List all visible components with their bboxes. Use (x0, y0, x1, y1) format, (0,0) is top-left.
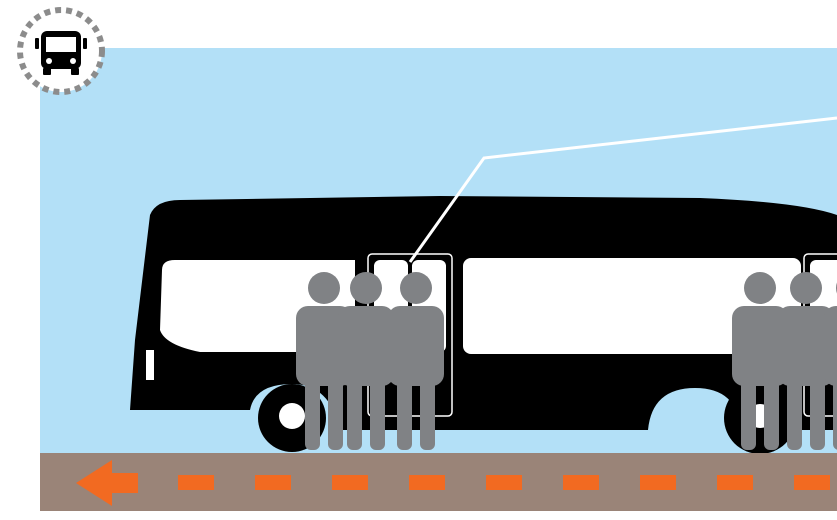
lane-dash (486, 475, 522, 490)
lane-dash (640, 475, 676, 490)
lane-dash (717, 475, 753, 490)
badge (20, 10, 102, 92)
lane-dash (255, 475, 291, 490)
passenger-group-front-door (296, 272, 444, 450)
lane-dash (332, 475, 368, 490)
headlight (146, 350, 154, 380)
lane-markings (178, 475, 830, 490)
lane-dash (563, 475, 599, 490)
lane-dash (794, 475, 830, 490)
lane-dash (178, 475, 214, 490)
front-hubcap (279, 403, 305, 429)
lane-dash (409, 475, 445, 490)
